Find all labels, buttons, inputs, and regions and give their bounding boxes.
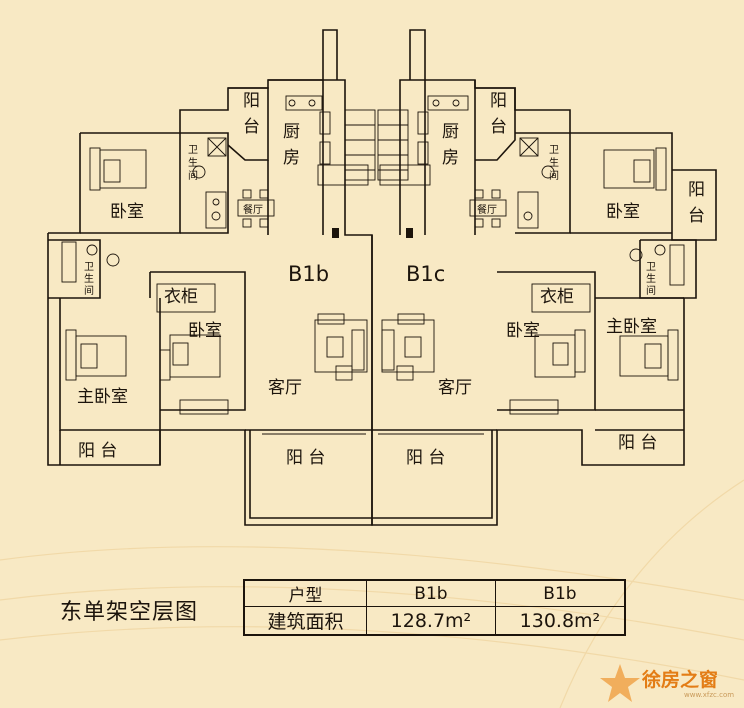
wardrobe-label-left: 衣柜 [164,287,198,307]
plan-title: 东单架空层图 [60,600,199,625]
balcony-label-left-1: 阳 [243,91,260,111]
bath2-label-left: 卫 [84,262,94,273]
dining-label-right: 餐厅 [477,203,497,216]
area-table-header-cell: B1b [366,579,496,607]
bath-label-left: 卫 [188,145,198,156]
area-table-header-cell: 户型 [243,579,367,607]
bedroom-label-topleft: 卧室 [110,202,144,222]
bath-label-right: 卫 [549,145,559,156]
logo-url: www.xfzc.com [684,691,735,699]
bath2-label-left-3: 间 [84,284,94,297]
kitchen-label-left-1: 厨 [283,122,300,142]
kitchen-label-right-1: 厨 [442,122,459,142]
balcony-label-living-left: 阳 台 [286,448,325,468]
bedroom-label-topright: 卧室 [606,202,640,222]
master-bedroom-label-right: 主卧室 [606,317,657,337]
area-table-cell: 130.8m² [494,606,626,636]
area-table-row: 建筑面积 128.7m² 130.8m² [243,606,626,636]
dining-label-left: 餐厅 [243,203,263,216]
unit-label-right: B1c [406,262,445,286]
area-table-header-cell: B1b [494,579,626,607]
bedroom-label-right: 卧室 [506,321,540,341]
logo-text: 徐房之窗 [642,669,719,691]
balcony-label-far-right-1: 阳 [688,180,705,200]
balcony-label-far-right-2: 台 [688,206,705,226]
area-table-header-row: 户型 B1b B1b [243,579,626,607]
unit-right [371,29,717,526]
balcony-label-right-1: 阳 [490,91,507,111]
living-label-left: 客厅 [268,378,302,398]
living-label-right: 客厅 [438,378,472,398]
bath-label-left-3: 间 [188,169,198,182]
bath2-label-right-2: 生 [646,272,656,285]
bedroom-label-left: 卧室 [188,321,222,341]
bath-label-right-3: 间 [549,169,559,182]
bath-label-right-2: 生 [549,156,559,169]
logo: 徐房之窗 www.xfzc.com [596,660,744,708]
balcony-label-left-2: 台 [243,117,260,137]
balcony-label-right-2: 台 [490,117,507,137]
kitchen-label-right-2: 房 [442,148,459,168]
unit-label-left: B1b [288,262,329,286]
bath-label-left-2: 生 [188,156,198,169]
balcony-label-living-right: 阳 台 [406,448,445,468]
bath2-label-right: 卫 [646,262,656,273]
wardrobe-label-right: 衣柜 [540,287,574,307]
bath2-label-right-3: 间 [646,284,656,297]
master-bedroom-label-left: 主卧室 [77,387,128,407]
logo-star-icon [600,664,640,702]
room-labels: B1b B1c 厨 房 厨 房 阳 台 阳 台 阳 台 卫 生 间 卫 生 间 … [77,91,705,468]
area-table-cell: 128.7m² [366,606,496,636]
area-table: 户型 B1b B1b 建筑面积 128.7m² 130.8m² [243,579,626,636]
bath2-label-left-2: 生 [84,272,94,285]
balcony-label-small-right: 阳 台 [618,433,657,453]
area-table-cell: 建筑面积 [243,606,367,636]
balcony-label-small-left: 阳 台 [78,441,117,461]
kitchen-label-left-2: 房 [283,148,300,168]
